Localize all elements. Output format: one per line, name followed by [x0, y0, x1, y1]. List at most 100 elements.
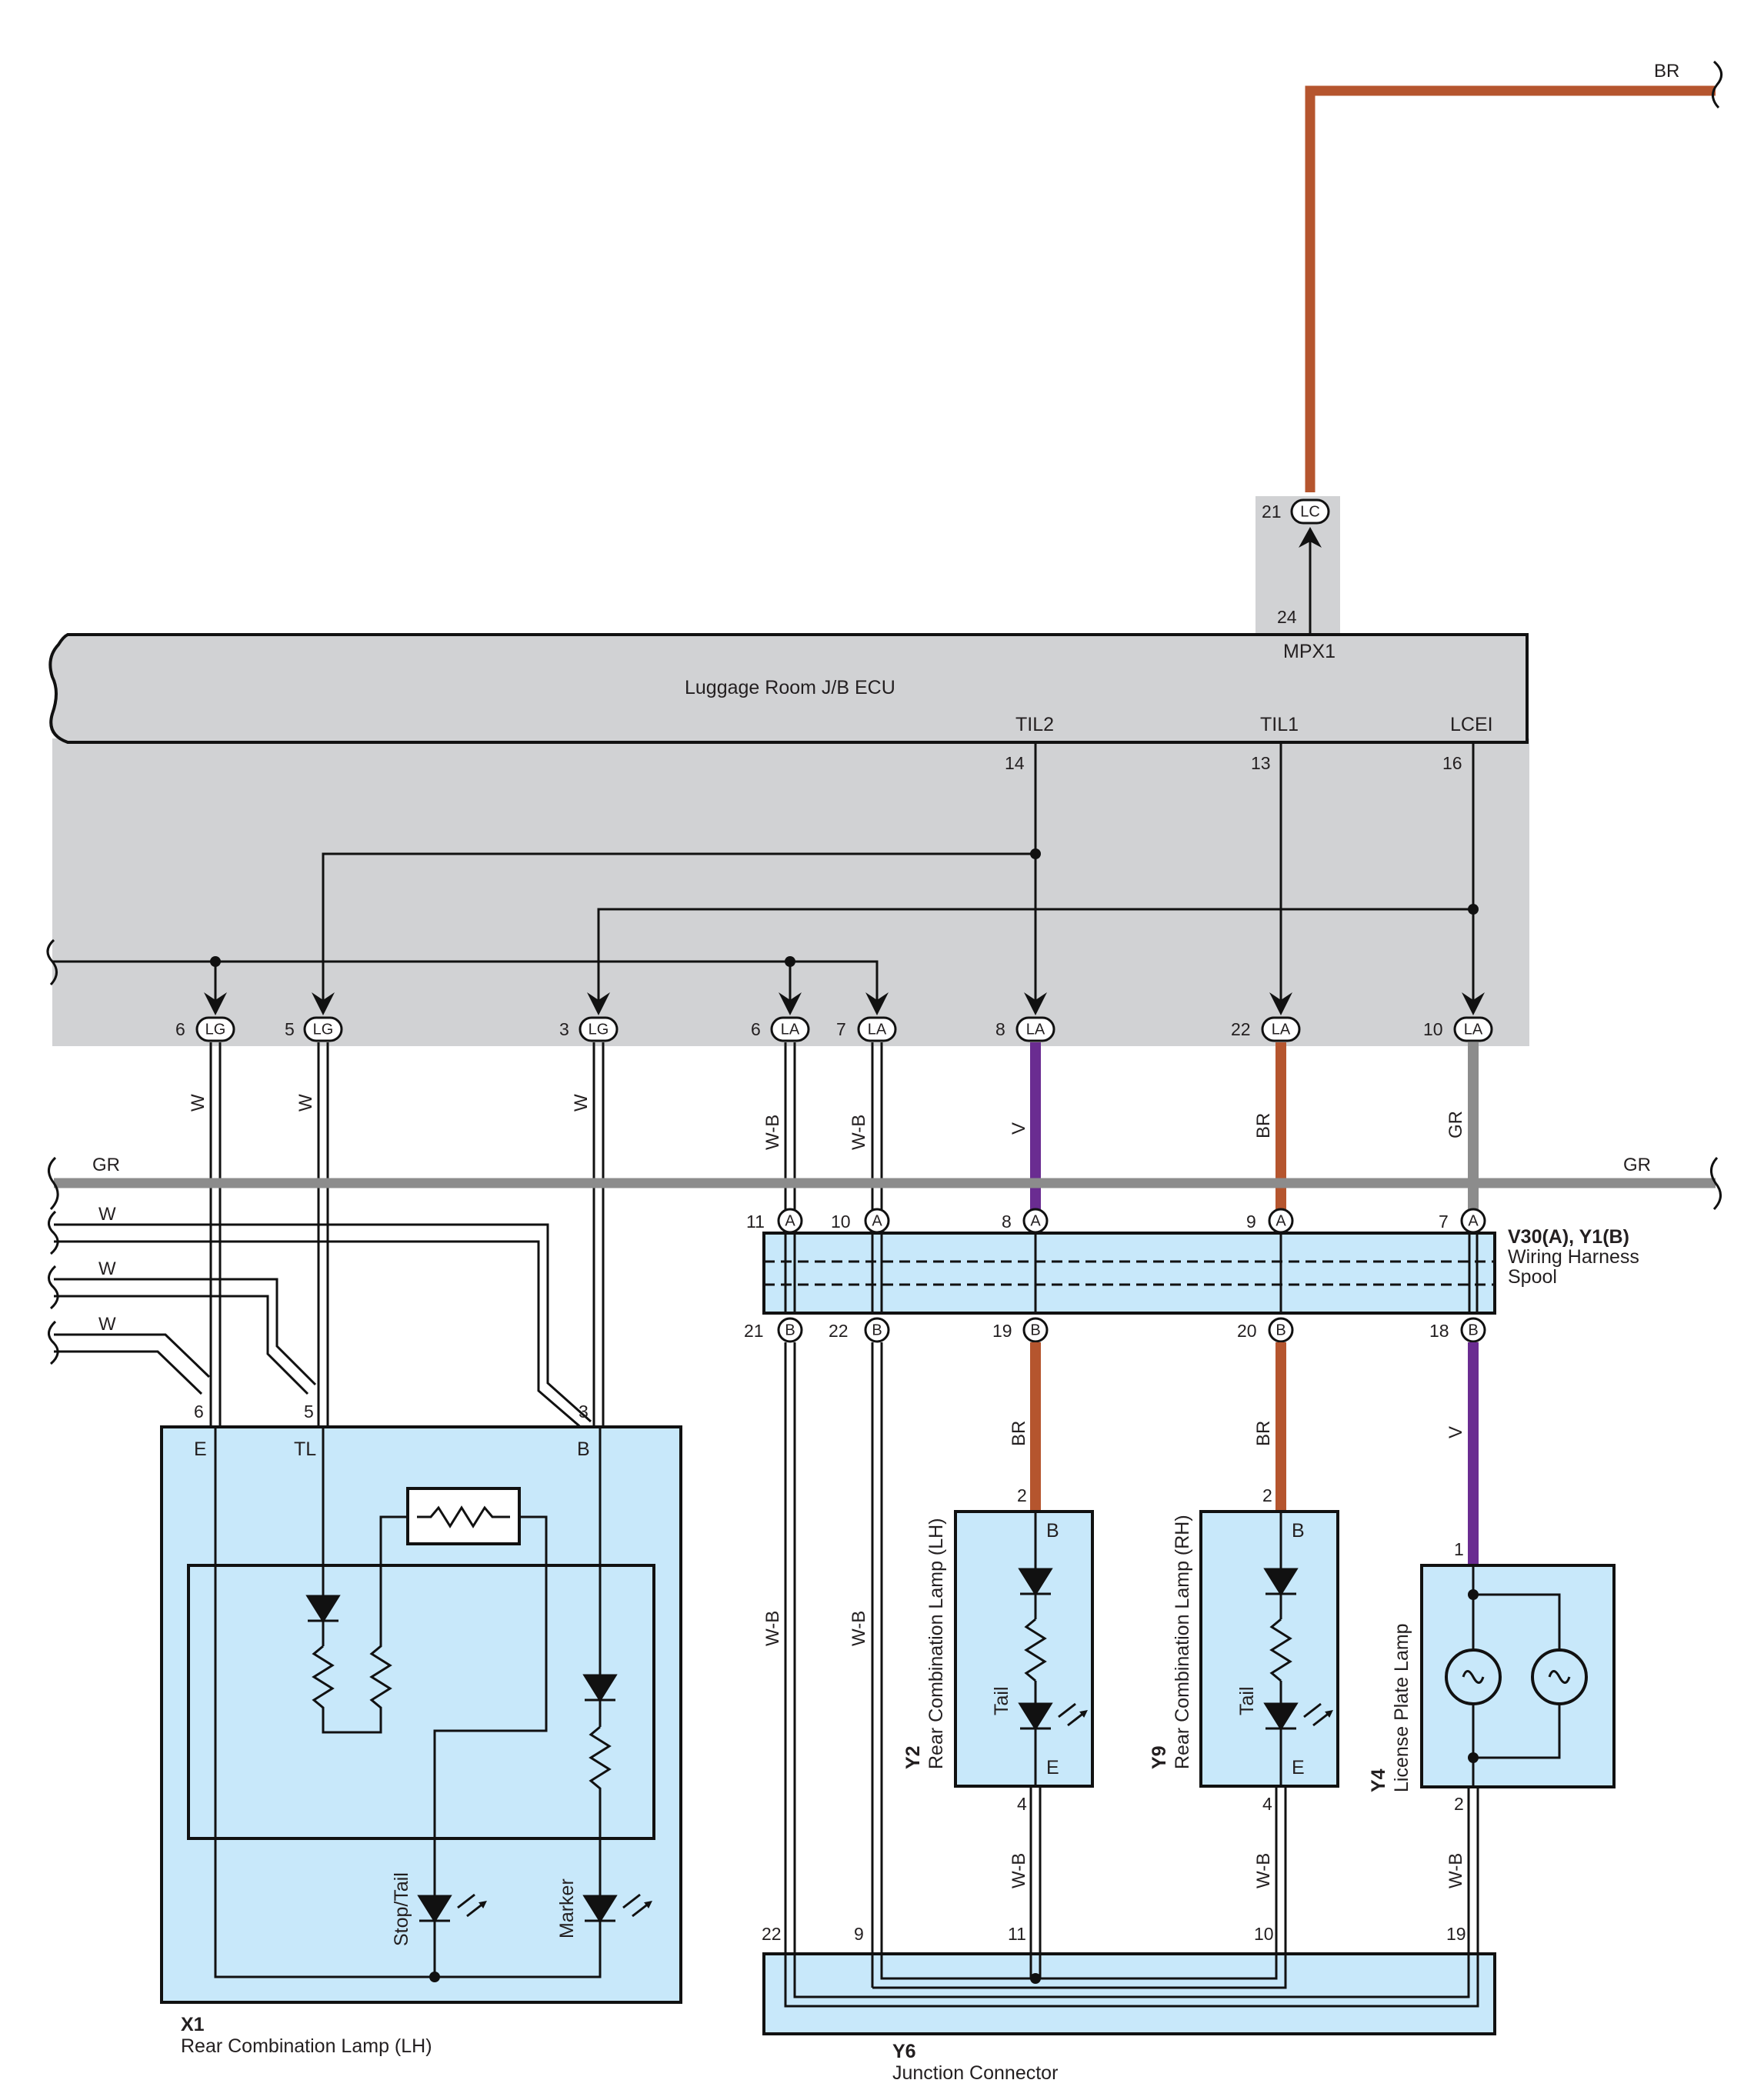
- lg-connector-6: [195, 1016, 235, 1042]
- la-connector-10: [1453, 1016, 1493, 1042]
- lg-connector-pin: 3: [559, 1019, 569, 1039]
- x1-ground-line: [214, 1427, 602, 1978]
- spool-id: V30(A), Y1(B): [1508, 1226, 1629, 1248]
- y9-term-b: B: [1292, 1520, 1305, 1542]
- lc-connector-code: LC: [1300, 503, 1320, 520]
- x1-stop-tail-label: Stop/Tail: [391, 1872, 412, 1946]
- lc-connector-pin: 21: [1262, 502, 1282, 522]
- y4-id: Y4: [1368, 1768, 1389, 1792]
- top-br-wire: [1305, 85, 1716, 492]
- top-br-wire-break: [1712, 60, 1723, 109]
- wiring-harness-spool: [762, 1232, 1496, 1315]
- connector-arrow: [204, 992, 227, 1015]
- spool-pin-b-code: B: [1275, 1322, 1285, 1338]
- ecu-pin-til2: 14: [1005, 753, 1025, 773]
- la-connector-8: [1015, 1016, 1055, 1042]
- y6-pin: 9: [854, 1924, 864, 1944]
- spool-pin-a-code: A: [785, 1212, 795, 1229]
- wb-wire-y4: [1467, 1786, 1479, 1954]
- y9-pin-in: 2: [1262, 1485, 1272, 1505]
- wire-label-la10: GR: [1446, 1111, 1466, 1138]
- spool-pin-b-number: 21: [744, 1321, 764, 1341]
- spool-pin-a-code: A: [1030, 1212, 1041, 1229]
- spool-pin-b-number: 19: [992, 1321, 1012, 1341]
- x1-id: X1: [181, 2014, 205, 2035]
- y2-term-e: E: [1046, 1757, 1059, 1778]
- la-connector-pin: 10: [1423, 1019, 1443, 1039]
- la-connector-code: LA: [1272, 1021, 1291, 1038]
- x1-marker-rays-icon: [622, 1893, 649, 1918]
- x1-name: Rear Combination Lamp (LH): [181, 2035, 432, 2057]
- x1-marker-resistor-icon: [589, 1725, 612, 1896]
- ecu-pin-til1: 13: [1251, 753, 1271, 773]
- spool-pin-a-number: 8: [1002, 1212, 1012, 1232]
- spool-pin-a-number: 10: [831, 1212, 851, 1232]
- spool-pin-b: [777, 1317, 803, 1343]
- internal-lcei-branch: [597, 908, 1473, 1008]
- y4-name: License Plate Lamp: [1391, 1623, 1412, 1792]
- ecu-terminal-lcei: LCEI: [1450, 714, 1493, 735]
- spool-pin-a-code: A: [872, 1212, 882, 1229]
- spool-pin-a: [777, 1208, 803, 1234]
- spool-pin-b-code: B: [1030, 1322, 1040, 1338]
- x1-term-e: E: [194, 1438, 207, 1460]
- internal-til2-branch: [322, 852, 1035, 1008]
- y2-component-box: [954, 1510, 1094, 1788]
- spool-pin-b-number: 18: [1429, 1321, 1449, 1341]
- spool-pin-a: [864, 1208, 890, 1234]
- wb-wire-y2: [1029, 1786, 1042, 1954]
- y4-wire-out-label: W-B: [1446, 1853, 1466, 1888]
- spool-pin-b-number: 20: [1237, 1321, 1257, 1341]
- la-connector-22: [1261, 1016, 1301, 1042]
- la-connector-code: LA: [868, 1021, 887, 1038]
- spool-pin-a: [1460, 1208, 1486, 1234]
- wb-wire-y9: [1275, 1786, 1287, 1954]
- connector-arrow: [587, 992, 610, 1015]
- wire-label-lg5: W: [295, 1094, 316, 1112]
- y2-wire-in-label: BR: [1009, 1421, 1029, 1446]
- spool-pin-a-number: 7: [1439, 1212, 1449, 1232]
- spool-pin-b: [1268, 1317, 1294, 1343]
- y9-resistor-icon: [1269, 1618, 1292, 1682]
- junction-dot: [429, 1972, 440, 1982]
- gr-bus-break-right: [1710, 1156, 1722, 1211]
- y2-term-b: B: [1046, 1520, 1059, 1542]
- y2-resistor-icon: [1024, 1618, 1047, 1682]
- w-wire-lg5: [317, 1042, 329, 1427]
- spool-pin-b-code: B: [1468, 1322, 1478, 1338]
- spool-pin-b-number: 22: [829, 1321, 849, 1341]
- luggage-room-jb-ecu-box: [48, 633, 1529, 744]
- ecu-name: Luggage Room J/B ECU: [685, 677, 895, 698]
- spool-pin-b: [1022, 1317, 1049, 1343]
- connector-arrow: [1269, 992, 1292, 1015]
- lg-connector-pin: 6: [175, 1019, 185, 1039]
- junction-dot: [785, 956, 795, 967]
- spool-pin-a-code: A: [1275, 1212, 1286, 1229]
- ecu-terminal-mpx1: MPX1: [1283, 641, 1336, 662]
- ecu-pin-lcei: 16: [1442, 753, 1462, 773]
- wire-label-la6: W-B: [762, 1115, 783, 1150]
- x1-inner-box: [187, 1564, 655, 1840]
- la-connector-7: [857, 1016, 897, 1042]
- y2-tail-label: Tail: [991, 1686, 1012, 1715]
- y6-pin: 11: [1008, 1924, 1026, 1944]
- y6-id: Y6: [892, 2041, 916, 2062]
- y2-pin-in: 2: [1017, 1485, 1027, 1505]
- wire-label-la7: W-B: [849, 1115, 869, 1150]
- x1-term-tl: TL: [294, 1438, 316, 1460]
- w-harness-label: W: [98, 1258, 116, 1279]
- ecu-pin-mpx1: 24: [1277, 607, 1297, 627]
- connector-arrow: [779, 992, 802, 1015]
- la-connector-code: LA: [781, 1021, 800, 1038]
- spool-pin-a: [1268, 1208, 1294, 1234]
- la-connector-pin: 6: [751, 1019, 761, 1039]
- spool-pin-b-code: B: [872, 1322, 882, 1338]
- w-harness-1: [48, 1210, 592, 1431]
- junction-dot: [1468, 1589, 1479, 1600]
- spool-pin-b: [1460, 1317, 1486, 1343]
- x1-top-resistor-icon: [417, 1505, 510, 1528]
- y4-wire-in-label: V: [1446, 1426, 1466, 1438]
- y2-id: Y2: [902, 1745, 924, 1769]
- gr-bus-label-right: GR: [1623, 1155, 1651, 1175]
